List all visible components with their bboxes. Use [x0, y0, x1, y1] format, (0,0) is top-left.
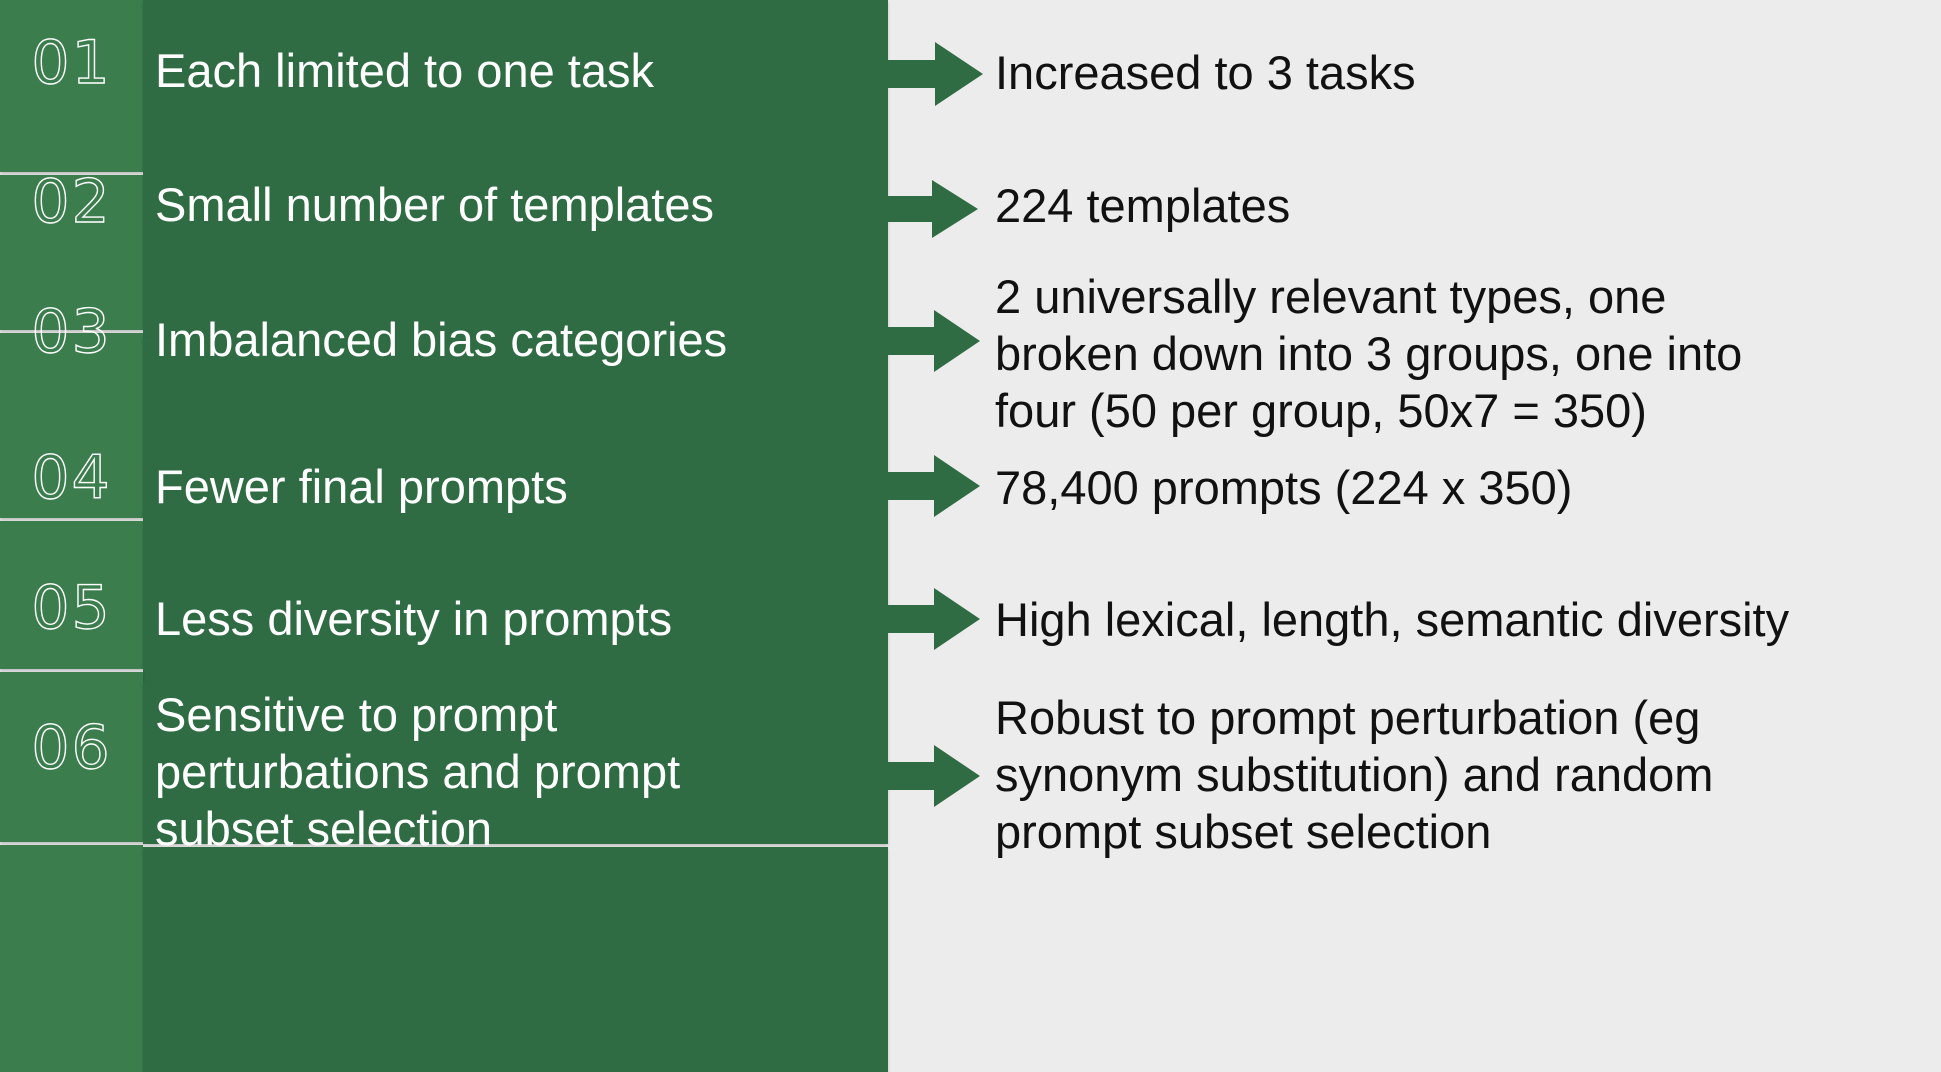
number-strip-04 — [0, 521, 143, 669]
number-strip-06 — [0, 845, 143, 1072]
row-solution-text-05: High lexical, length, semantic diversity — [995, 593, 1790, 646]
main-panel-06 — [143, 847, 888, 1072]
row-number-06: 06 — [31, 713, 112, 783]
number-strip-03 — [0, 333, 143, 518]
main-panel-02 — [143, 145, 888, 337]
row-problem-text-04: Fewer final prompts — [155, 460, 568, 513]
number-strip-02 — [0, 175, 143, 330]
row-solution-text-04: 78,400 prompts (224 x 350) — [995, 461, 1573, 514]
right-arrow-icon — [888, 455, 980, 517]
row-number-01: 01 — [31, 28, 112, 98]
row-solution-text-06: Robust to prompt perturbation (eg synony… — [995, 691, 1714, 858]
right-arrow-icon — [888, 310, 980, 372]
row-solution-text-01: Increased to 3 tasks — [995, 46, 1416, 99]
row-number-04: 04 — [31, 443, 112, 513]
row-solution-text-03: 2 universally relevant types, one broken… — [995, 270, 1743, 437]
right-arrow-icon — [888, 42, 983, 106]
right-arrow-icon — [888, 745, 980, 807]
right-arrow-icon — [888, 180, 978, 238]
main-panel-04 — [143, 522, 888, 682]
row-problem-text-02: Small number of templates — [155, 178, 715, 231]
right-arrow-icon — [888, 588, 980, 650]
main-panel-03 — [143, 337, 888, 522]
number-strip-01 — [0, 0, 143, 172]
number-strip-05 — [0, 672, 143, 842]
row-solution-text-02: 224 templates — [995, 179, 1291, 232]
row-number-05: 05 — [31, 573, 112, 643]
row-number-03: 03 — [31, 297, 112, 367]
row-problem-text-06: Sensitive to prompt perturbations and pr… — [155, 688, 681, 855]
row-problem-text-03: Imbalanced bias categories — [155, 313, 728, 366]
row-problem-text-05: Less diversity in prompts — [155, 592, 673, 645]
row-problem-text-01: Each limited to one task — [155, 44, 654, 97]
row-number-02: 02 — [31, 167, 112, 237]
main-panel-01 — [143, 0, 888, 145]
main-panel-05 — [143, 682, 888, 844]
